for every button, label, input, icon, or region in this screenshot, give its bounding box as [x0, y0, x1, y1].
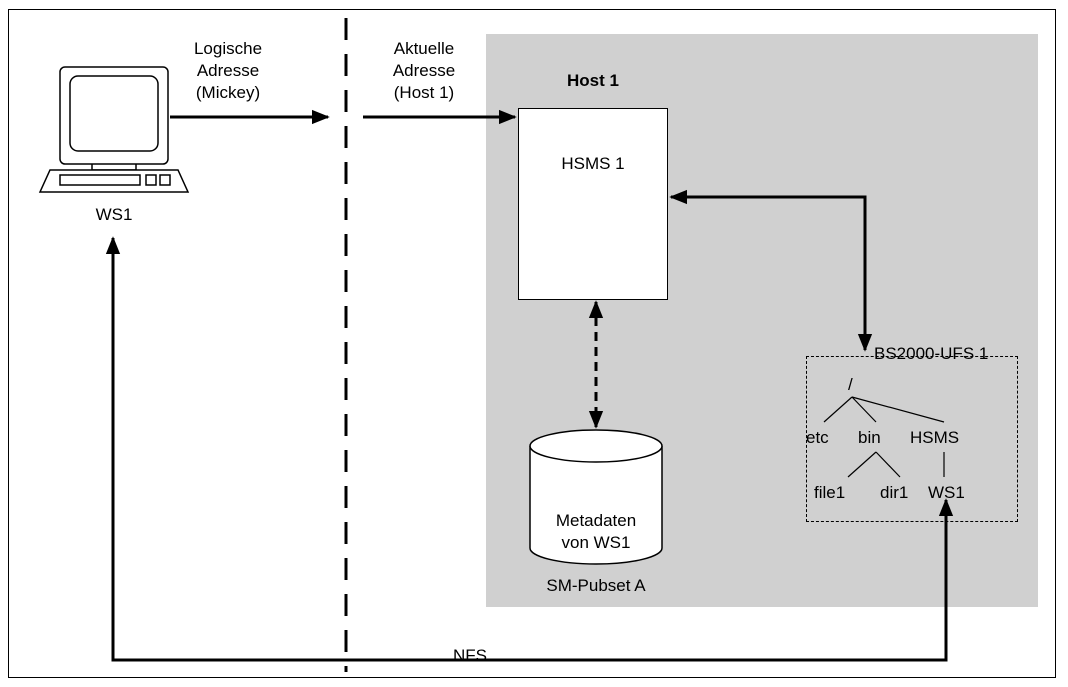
tree-bin: bin: [858, 428, 881, 447]
tree-ws1: WS1: [928, 483, 965, 502]
current-address-line-2: Adresse: [392, 61, 456, 80]
logical-address-line-3: (Mickey): [195, 83, 261, 102]
computer-terminal-icon: [38, 66, 190, 193]
host-title: Host 1: [567, 71, 619, 90]
metadata-line-1: Metadaten: [555, 511, 637, 530]
tree-hsms: HSMS: [910, 428, 960, 447]
tree-root: /: [848, 375, 853, 394]
nfs-connection: [105, 236, 954, 662]
tree-etc: etc: [806, 428, 829, 447]
hsms-box: [518, 108, 668, 300]
ufs-box: [806, 356, 1018, 522]
diagram-frame: [8, 9, 1056, 678]
directory-tree-lines: [823, 396, 945, 478]
metadata-label: Metadaten von WS1: [530, 510, 662, 554]
hsms-label: HSMS 1: [561, 154, 625, 173]
ufs-label: BS2000-UFS 1: [874, 344, 989, 363]
tree-dir1: dir1: [880, 483, 909, 502]
hsms-ufs-arrow: [669, 189, 873, 352]
workstation-label: WS1: [95, 205, 133, 224]
logical-address-line-1: Logische: [193, 39, 263, 58]
nfs-label: NFS: [453, 646, 487, 665]
metadata-line-2: von WS1: [561, 533, 631, 552]
tree-file1: file1: [814, 483, 846, 502]
pubset-label: SM-Pubset A: [546, 576, 646, 595]
database-cylinder-icon: [529, 429, 663, 565]
current-address-label: Aktuelle Adresse (Host 1): [364, 38, 484, 104]
current-address-line-1: Aktuelle: [393, 39, 455, 58]
logical-address-line-2: Adresse: [196, 61, 260, 80]
logical-address-label: Logische Adresse (Mickey): [168, 38, 288, 104]
current-address-line-3: (Host 1): [393, 83, 455, 102]
